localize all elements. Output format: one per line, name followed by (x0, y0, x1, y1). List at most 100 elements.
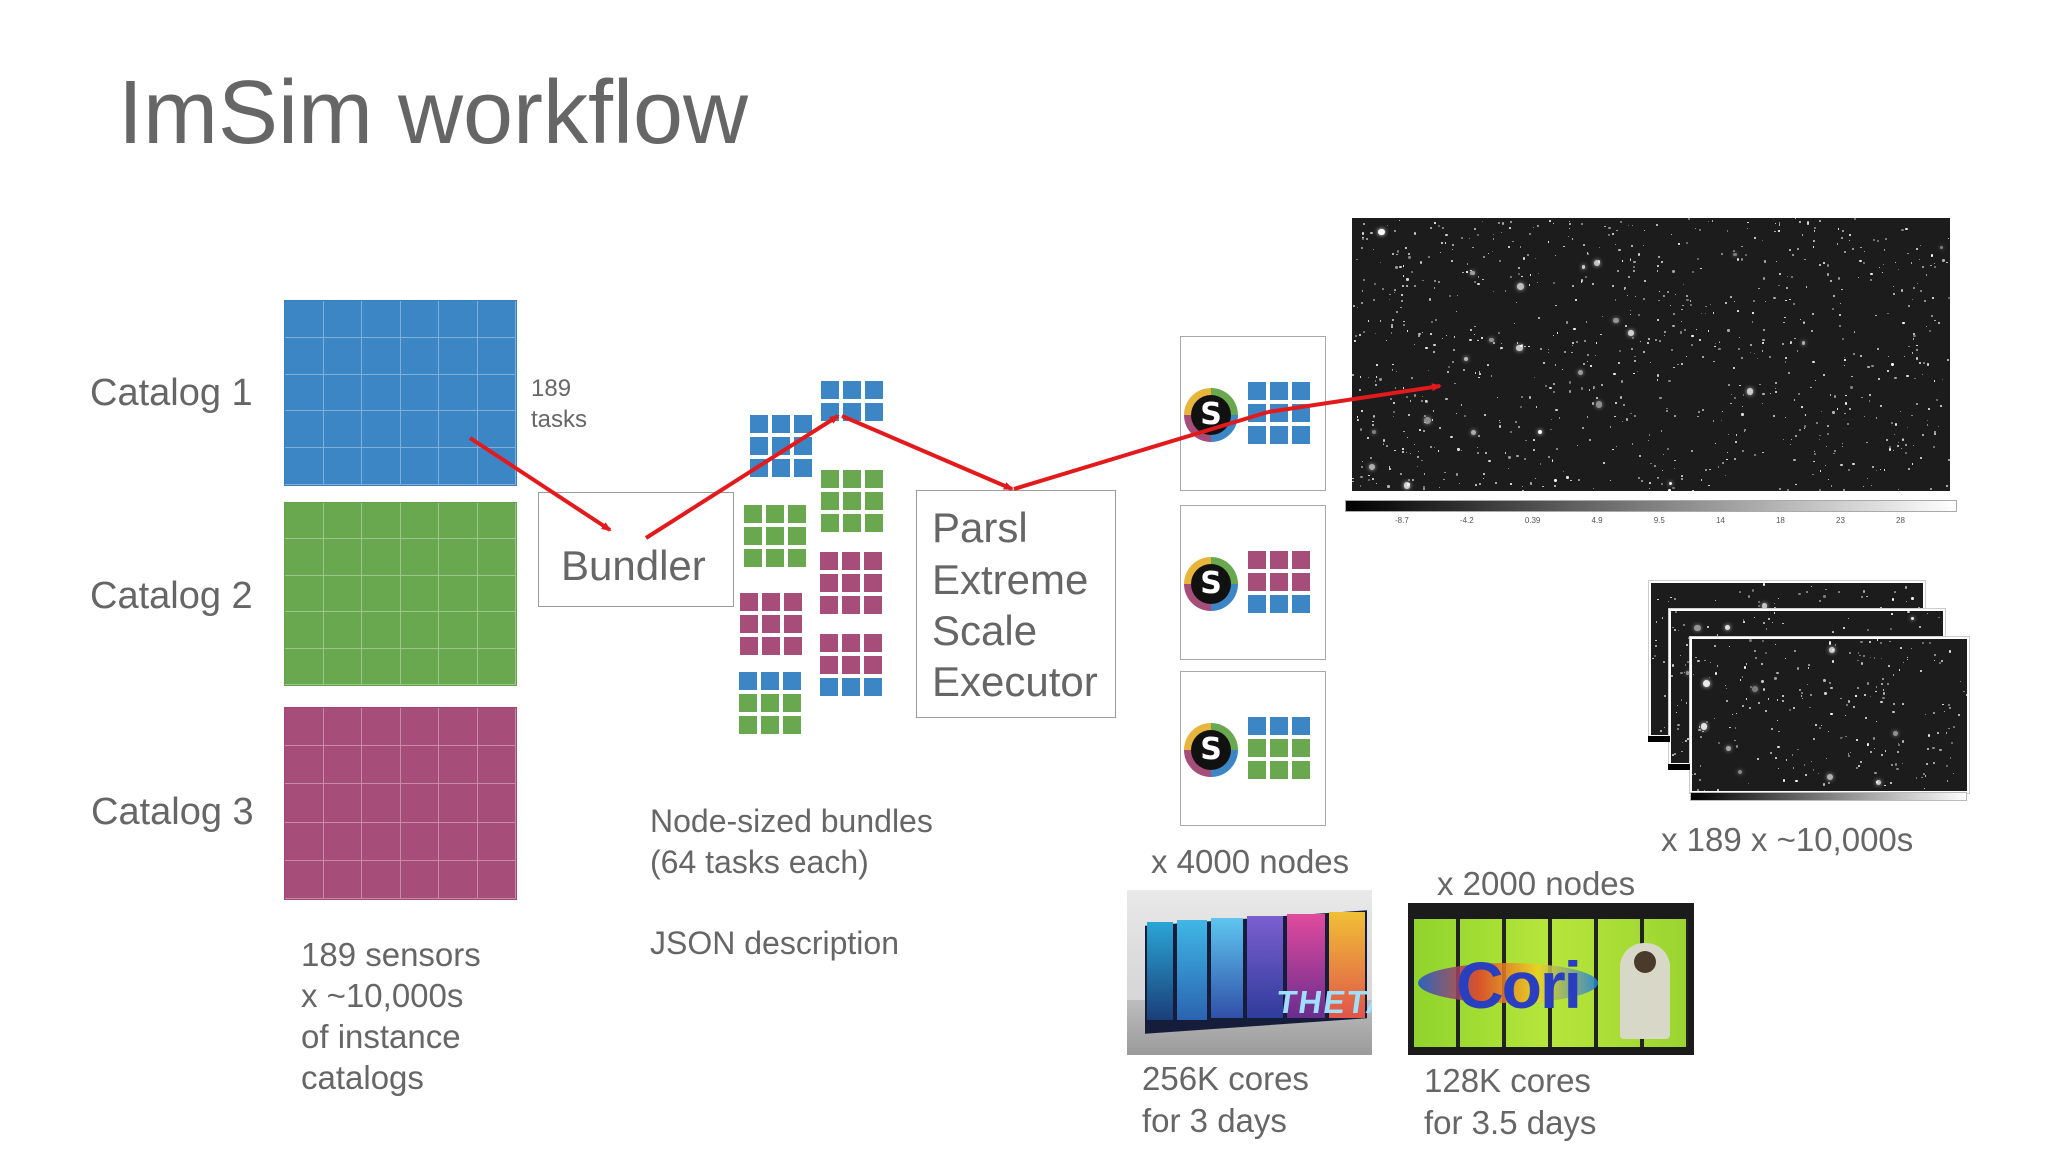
colorbar-tick: 18 (1775, 516, 1785, 525)
catalog-cell (477, 575, 516, 613)
cori-photo-lettering: Cori (1456, 948, 1582, 1022)
cori-photo: Cori (1408, 903, 1694, 1055)
task-square (1248, 739, 1266, 757)
task-square (750, 415, 768, 433)
colorbar (1345, 500, 1957, 512)
catalog-2-grid (284, 502, 517, 686)
node-bundle (1248, 717, 1310, 779)
catalog-cell (285, 301, 324, 338)
catalog-cell (362, 374, 401, 412)
catalog-cell (285, 503, 324, 540)
task-square (739, 716, 757, 734)
catalog-cell (285, 448, 324, 485)
sensors-caption-line-2: x ~10,000s (301, 977, 464, 1014)
task-square (843, 381, 861, 399)
catalog-cell (439, 539, 478, 576)
task-square (820, 552, 838, 570)
task-square (1248, 382, 1266, 400)
task-square (772, 415, 790, 433)
tasks-count: 189 (531, 375, 572, 402)
bundle-magenta (740, 593, 802, 655)
catalog-cell (477, 648, 516, 685)
bundler-label: Bundler (561, 542, 706, 589)
theta-photo: THETA (1127, 890, 1372, 1055)
task-square (1292, 551, 1310, 569)
output-image-colorbar-2 (1668, 764, 1690, 770)
task-square (740, 593, 758, 611)
task-square (1270, 739, 1288, 757)
catalog-cell (439, 784, 478, 823)
task-square (842, 656, 860, 674)
catalog-cell (285, 648, 324, 685)
task-square (1248, 551, 1266, 569)
catalog-cell (323, 539, 362, 576)
catalog-cell (439, 575, 478, 613)
task-square (864, 552, 882, 570)
task-square (762, 593, 780, 611)
catalog-cell (400, 539, 439, 576)
catalog-cell (362, 301, 401, 338)
catalog-cell (362, 612, 401, 649)
executor-line-1: Parsl (932, 504, 1028, 551)
parsl-logo-letter: S (1191, 564, 1231, 604)
task-square (1292, 761, 1310, 779)
catalog-cell (477, 411, 516, 449)
arrow-executor-to-nodes (1013, 410, 1269, 491)
task-square (766, 549, 784, 567)
task-square (783, 694, 801, 712)
task-square (864, 634, 882, 652)
task-square (1248, 426, 1266, 444)
catalog-cell (362, 708, 401, 747)
catalog-cell (323, 374, 362, 412)
task-square (865, 470, 883, 488)
sensors-caption-line-1: 189 sensors (301, 936, 481, 973)
catalog-cell (362, 411, 401, 449)
bundle-blue-top (821, 381, 883, 421)
catalog-cell (400, 575, 439, 613)
page-title: ImSim workflow (118, 63, 749, 163)
catalog-cell (477, 708, 516, 747)
colorbar-tick: -4.2 (1459, 516, 1474, 525)
task-square (820, 656, 838, 674)
catalog-cell (477, 503, 516, 540)
task-square (762, 637, 780, 655)
theta-nodes-label: x 4000 nodes (1151, 843, 1350, 880)
task-square (788, 505, 806, 523)
catalog-cell (439, 374, 478, 412)
task-square (740, 615, 758, 633)
catalog-cell (400, 448, 439, 485)
task-square (864, 656, 882, 674)
sensors-caption-line-4: catalogs (301, 1059, 424, 1096)
catalog-cell (477, 746, 516, 785)
catalog-cell (400, 301, 439, 338)
catalog-cell (323, 746, 362, 785)
task-square (820, 634, 838, 652)
theta-cores-line-2: for 3 days (1142, 1102, 1287, 1139)
catalog-cell (439, 708, 478, 747)
catalog-cell (362, 575, 401, 613)
catalog-cell (477, 612, 516, 649)
task-square (744, 527, 762, 545)
task-square (821, 514, 839, 532)
catalog-cell (362, 539, 401, 576)
colorbar-tick: -8.7 (1395, 516, 1409, 525)
node-bundle (1248, 551, 1310, 613)
task-square (740, 637, 758, 655)
parsl-logo-letter: S (1191, 395, 1231, 435)
parsl-logo-icon: S (1184, 557, 1238, 611)
catalog-1-grid (284, 300, 517, 486)
task-square (821, 381, 839, 399)
task-square (1270, 761, 1288, 779)
catalog-cell (323, 860, 362, 899)
task-square (865, 514, 883, 532)
output-image-colorbar-3 (1690, 792, 1967, 801)
cori-nodes-label: x 2000 nodes (1437, 865, 1636, 902)
catalog-cell (439, 822, 478, 861)
task-square (842, 596, 860, 614)
task-square (1292, 573, 1310, 591)
catalog-cell (323, 612, 362, 649)
task-square (1270, 717, 1288, 735)
json-caption: JSON description (650, 925, 899, 961)
catalog-cell (285, 411, 324, 449)
catalog-cell (400, 337, 439, 375)
